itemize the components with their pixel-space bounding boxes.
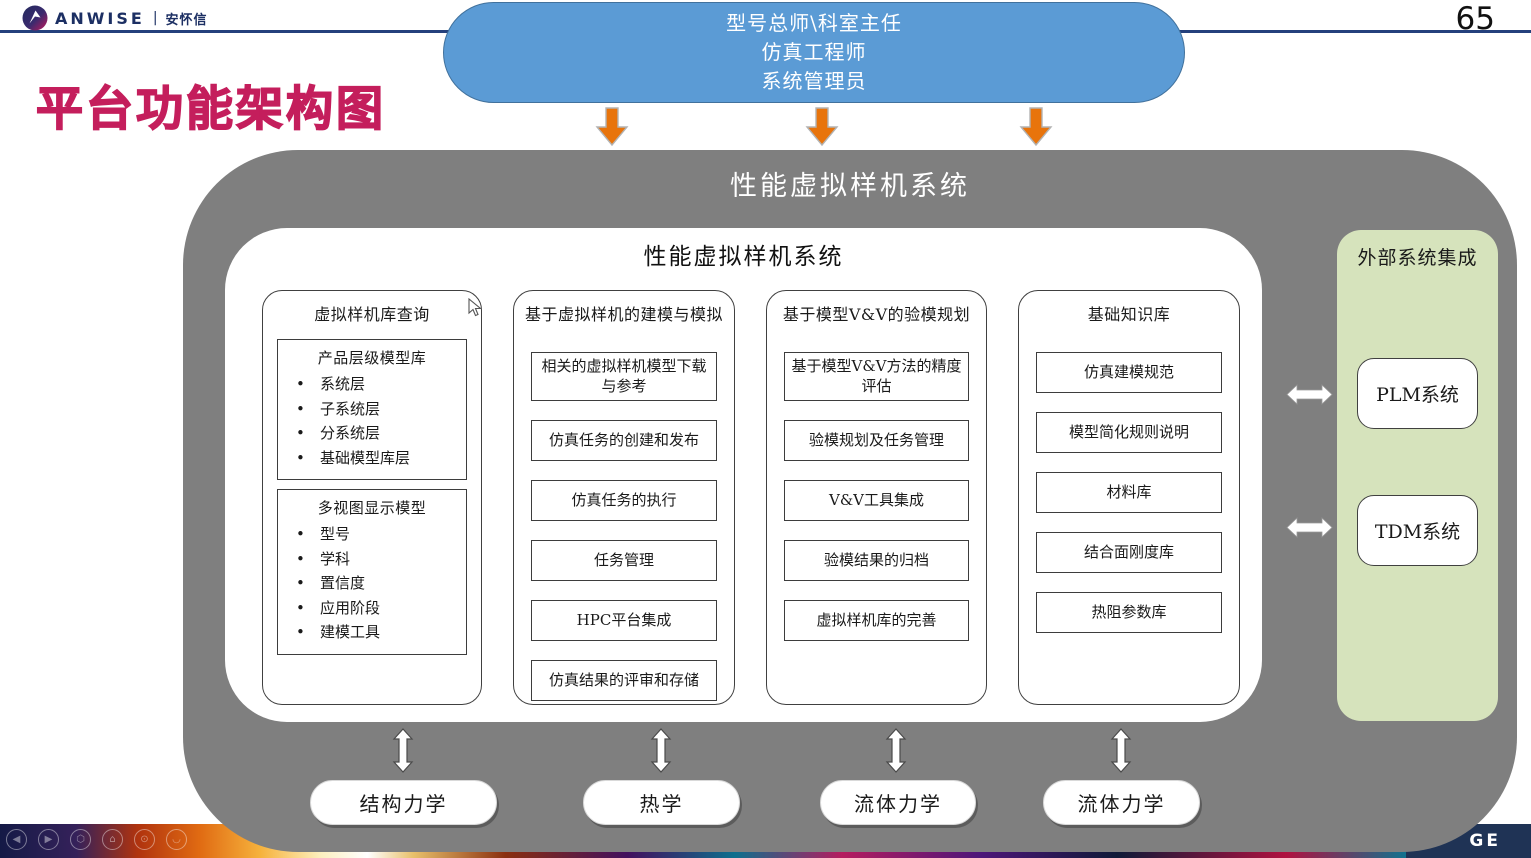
slide-title: 平台功能架构图	[35, 81, 386, 138]
anwise-logo: ANWISE | 安怀信	[22, 5, 208, 31]
actor-role: 型号总师\科室主任	[726, 11, 902, 35]
bullet-item: 型号	[278, 522, 466, 547]
bullet-item: 置信度	[278, 571, 466, 596]
discipline-box: 流体力学	[1043, 780, 1200, 825]
function-box: V&V工具集成	[784, 479, 969, 521]
brand-name: ANWISE	[55, 8, 145, 28]
external-systems-panel: 外部系统集成 PLM系统 TDM系统	[1337, 230, 1498, 721]
hexagon-icon[interactable]: ⬡	[70, 829, 91, 850]
tdm-system-box: TDM系统	[1357, 495, 1478, 566]
function-box: 仿真建模规范	[1036, 352, 1222, 393]
column-title: 基于模型V&V的验模规划	[782, 305, 971, 324]
function-box: 基于模型V&V方法的精度评估	[784, 352, 969, 401]
group-title: 产品层级模型库	[317, 349, 427, 367]
play-icon[interactable]: ▶	[38, 829, 59, 850]
system-container: 性能虚拟样机系统 性能虚拟样机系统 虚拟样机库查询 产品层级模型库 系统层 子系…	[183, 150, 1517, 852]
multiview-group: 多视图显示模型 型号 学科 置信度 应用阶段 建模工具	[277, 489, 467, 655]
function-box: 验模规划及任务管理	[784, 419, 969, 461]
brand-name-chinese: 安怀信	[165, 12, 208, 28]
function-box: 仿真任务的执行	[531, 479, 717, 521]
anwise-logo-icon	[22, 5, 48, 31]
down-arrow-icon	[1019, 107, 1053, 147]
subsystem-panel: 性能虚拟样机系统 虚拟样机库查询 产品层级模型库 系统层 子系统层 分系统层 基…	[225, 228, 1262, 722]
function-box: 验模结果的归档	[784, 539, 969, 581]
function-box: HPC平台集成	[531, 599, 717, 641]
bullet-item: 分系统层	[278, 421, 466, 446]
discipline-box: 热学	[583, 780, 740, 825]
model-library-group: 产品层级模型库 系统层 子系统层 分系统层 基础模型库层	[277, 339, 467, 480]
bullet-item: 系统层	[278, 372, 466, 397]
module-column-library-query: 虚拟样机库查询 产品层级模型库 系统层 子系统层 分系统层 基础模型库层 多视图…	[262, 290, 482, 705]
actors-roles-shape: 型号总师\科室主任 仿真工程师 系统管理员	[443, 2, 1185, 103]
bullet-item: 学科	[278, 547, 466, 572]
external-systems-title: 外部系统集成	[1357, 247, 1478, 269]
subsystem-panel-title: 性能虚拟样机系统	[643, 244, 844, 270]
more-icon[interactable]: ◡	[166, 829, 187, 850]
function-box: 仿真结果的评审和存储	[531, 659, 717, 701]
function-box: 相关的虚拟样机模型下载与参考	[531, 352, 717, 401]
double-horizontal-arrow-icon	[1286, 517, 1333, 538]
prev-icon[interactable]: ◀	[6, 829, 27, 850]
page-number: 65	[1455, 1, 1495, 37]
mouse-cursor-icon	[468, 298, 483, 317]
module-column-knowledge-base: 基础知识库 仿真建模规范 模型简化规则说明 材料库 结合面刚度库 热阻参数库	[1018, 290, 1240, 705]
bullet-item: 建模工具	[278, 620, 466, 645]
double-horizontal-arrow-icon	[1286, 384, 1333, 405]
column-title: 基础知识库	[1087, 305, 1171, 324]
column-title: 虚拟样机库查询	[314, 305, 430, 324]
column-title: 基于虚拟样机的建模与模拟	[524, 305, 723, 324]
discipline-box: 结构力学	[310, 780, 497, 825]
actor-role: 仿真工程师	[761, 40, 867, 64]
function-box: 结合面刚度库	[1036, 532, 1222, 573]
footer-partial-logo-text: GE	[1469, 831, 1501, 851]
function-box: 材料库	[1036, 472, 1222, 513]
brand-separator: |	[152, 10, 158, 26]
module-column-vv-planning: 基于模型V&V的验模规划 基于模型V&V方法的精度评估 验模规划及任务管理 V&…	[766, 290, 987, 705]
function-box: 热阻参数库	[1036, 592, 1222, 633]
down-arrow-icon	[805, 107, 839, 147]
bullet-item: 子系统层	[278, 397, 466, 422]
bullet-item: 基础模型库层	[278, 446, 466, 471]
double-vertical-arrow-icon	[885, 728, 907, 773]
function-box: 虚拟样机库的完善	[784, 599, 969, 641]
double-vertical-arrow-icon	[650, 728, 672, 773]
double-vertical-arrow-icon	[392, 728, 414, 773]
camera-icon[interactable]: ⌂	[102, 829, 123, 850]
group-title: 多视图显示模型	[317, 499, 427, 517]
plm-system-box: PLM系统	[1357, 358, 1478, 429]
footer-player-controls: ◀ ▶ ⬡ ⌂ ⊙ ◡	[6, 829, 187, 850]
actor-role: 系统管理员	[761, 69, 867, 93]
bullet-item: 应用阶段	[278, 596, 466, 621]
discipline-box: 流体力学	[820, 780, 976, 825]
function-box: 任务管理	[531, 539, 717, 581]
zoom-icon[interactable]: ⊙	[134, 829, 155, 850]
module-column-modeling-simulation: 基于虚拟样机的建模与模拟 相关的虚拟样机模型下载与参考 仿真任务的创建和发布 仿…	[513, 290, 735, 705]
function-box: 仿真任务的创建和发布	[531, 419, 717, 461]
system-container-title: 性能虚拟样机系统	[730, 171, 970, 202]
double-vertical-arrow-icon	[1110, 728, 1132, 773]
down-arrow-icon	[595, 107, 629, 147]
function-box: 模型简化规则说明	[1036, 412, 1222, 453]
